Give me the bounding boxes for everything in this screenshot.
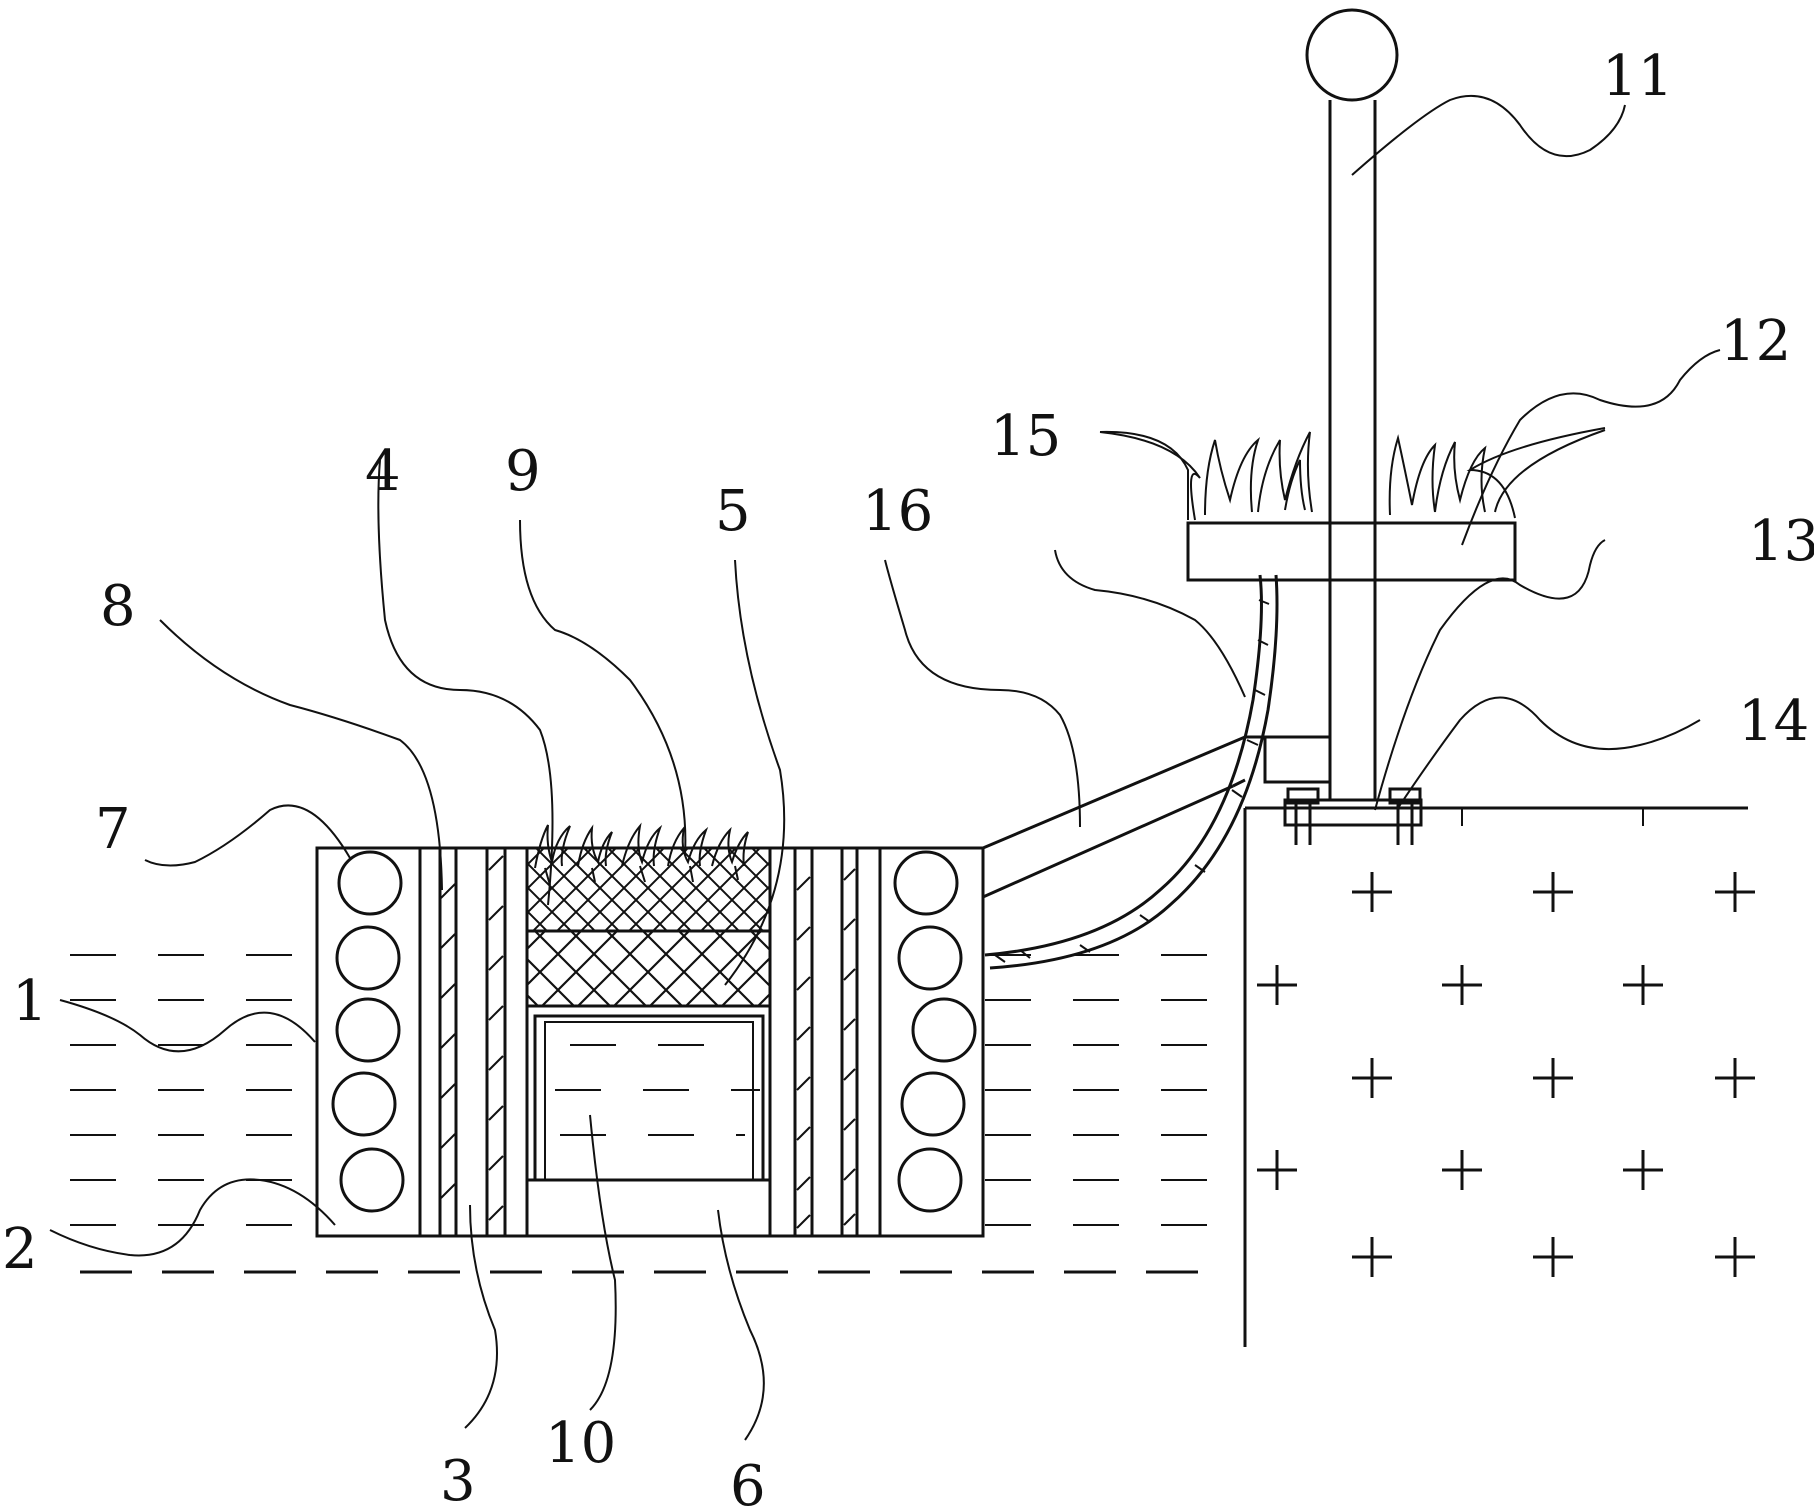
pipe-bracket <box>1263 735 1332 784</box>
leader-2 <box>49 1178 336 1257</box>
float-ball <box>911 997 977 1063</box>
leader-8 <box>159 619 443 891</box>
label-1: 1 <box>12 969 48 1034</box>
label-14: 14 <box>1738 689 1809 754</box>
support-pole <box>1305 8 1399 800</box>
bank-ground <box>1243 806 1755 1347</box>
inlet-pipe <box>982 735 1325 899</box>
label-7: 7 <box>95 797 131 862</box>
label-6: 6 <box>730 1454 766 1511</box>
planter <box>1186 521 1517 582</box>
leader-6 <box>717 1209 765 1441</box>
float-ball <box>337 850 403 916</box>
label-2: 2 <box>2 1217 38 1282</box>
float-ball <box>900 1071 966 1137</box>
right-float-column <box>893 850 977 1213</box>
soil-marks <box>1257 872 1755 1277</box>
leader-9 <box>519 519 687 856</box>
float-ball <box>893 850 959 916</box>
float-ball <box>335 925 401 991</box>
reference-numerals: 1 2 3 4 5 6 7 8 9 10 11 12 13 14 15 16 <box>2 44 1814 1511</box>
pole-ball <box>1305 8 1399 102</box>
label-11: 11 <box>1602 44 1673 109</box>
base-plate <box>1283 787 1423 845</box>
label-9: 9 <box>505 439 541 504</box>
label-4: 4 <box>365 439 401 504</box>
leader-5 <box>724 559 786 986</box>
leader-7 <box>144 804 351 867</box>
float-ball <box>335 997 401 1063</box>
label-3: 3 <box>440 1449 476 1511</box>
water-hatch-right <box>985 954 1245 1226</box>
planter-grass <box>1099 427 1606 521</box>
filter-layer <box>525 929 772 1008</box>
label-16: 16 <box>862 479 933 544</box>
leader-14 <box>1397 696 1701 809</box>
leader-10 <box>589 1114 617 1411</box>
label-5: 5 <box>715 479 751 544</box>
leader-12 <box>1461 349 1721 546</box>
leader-16 <box>884 559 1081 828</box>
leader-15 <box>1054 549 1246 698</box>
leader-11 <box>1351 94 1626 176</box>
drain-pipe <box>984 574 1279 970</box>
left-float-column <box>331 848 422 1236</box>
leader-lines <box>49 94 1721 1441</box>
planting-layer-top <box>525 846 772 933</box>
float-ball <box>897 925 963 991</box>
label-8: 8 <box>100 574 136 639</box>
leader-1 <box>59 999 316 1053</box>
water-hatch-left <box>70 954 315 1226</box>
inner-water-box <box>527 1014 770 1182</box>
left-wall-layers <box>438 848 529 1236</box>
float-ball <box>331 1071 397 1137</box>
float-ball <box>339 1147 405 1213</box>
label-15: 15 <box>990 404 1061 469</box>
label-10: 10 <box>545 1411 616 1476</box>
leader-13 <box>1374 539 1606 811</box>
label-13: 13 <box>1748 509 1814 574</box>
label-12: 12 <box>1720 309 1791 374</box>
leader-3 <box>464 1204 498 1429</box>
float-ball <box>897 1147 963 1213</box>
leader-4 <box>377 459 554 906</box>
right-wall-layers <box>768 848 882 1236</box>
